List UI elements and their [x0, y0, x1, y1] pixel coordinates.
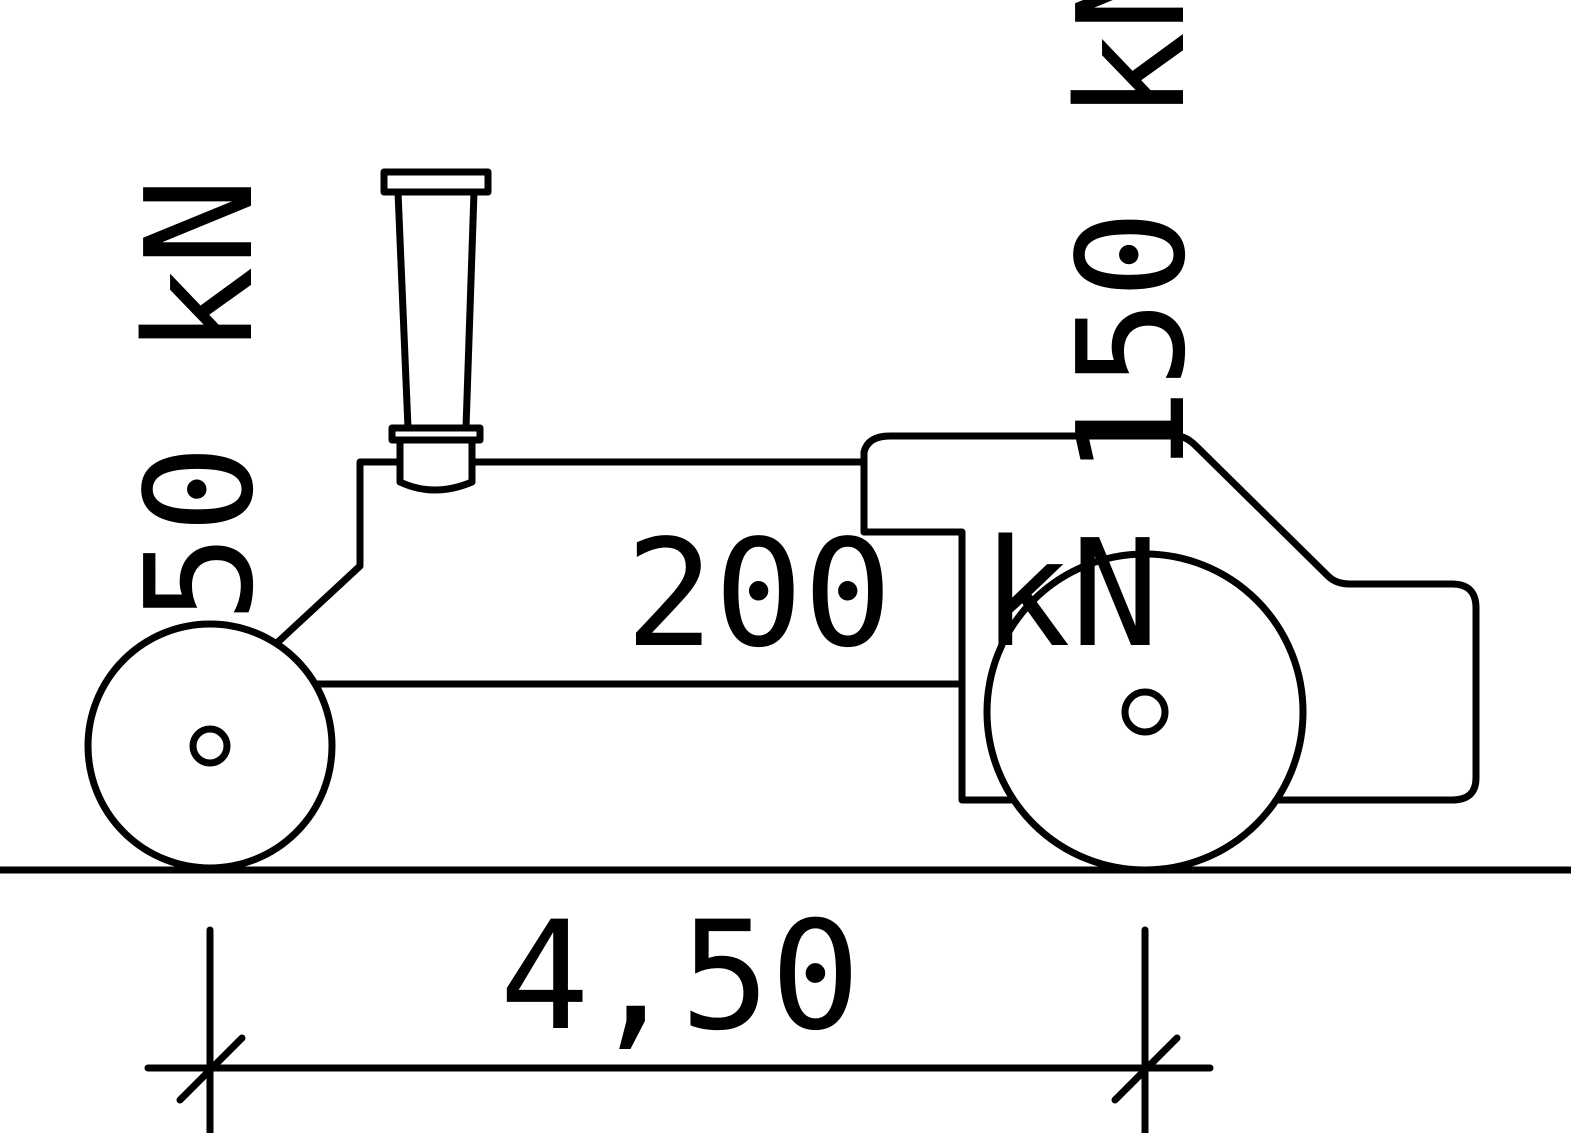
- wheelbase-dimension: [144, 926, 1214, 1133]
- wheelbase-dimension-label: 4,50: [499, 890, 860, 1064]
- total-load-label: 200 kN: [625, 508, 1160, 680]
- exhaust-stack: [380, 168, 492, 494]
- rear-frame: [274, 458, 962, 688]
- cab-body: [860, 432, 1480, 804]
- front-axle-load-label: 150 kN: [1046, 0, 1218, 477]
- rear-wheel: [84, 620, 336, 872]
- rear-axle-load-label: 50 kN: [114, 177, 286, 623]
- front-drum: [983, 550, 1307, 874]
